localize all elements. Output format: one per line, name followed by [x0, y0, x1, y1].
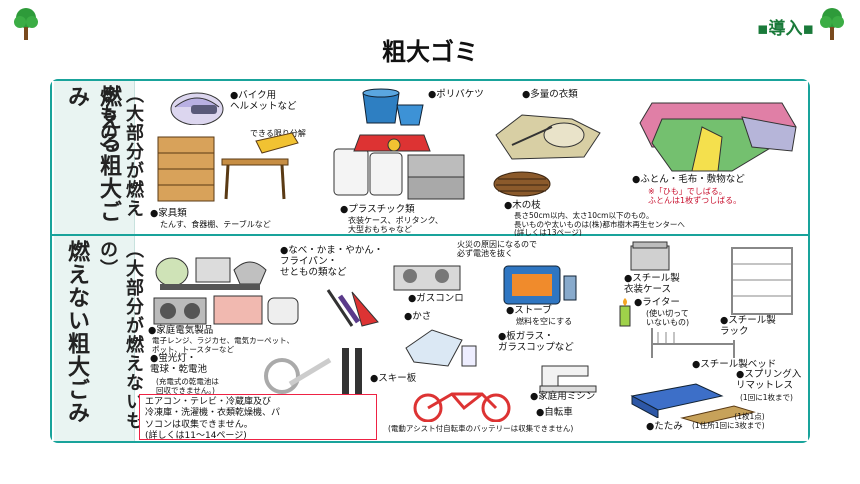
futon-image — [632, 97, 802, 175]
disassemble-note: できる限り分解 — [250, 129, 306, 138]
item-lighter: ●ライター — [634, 297, 680, 308]
item-appliances: ●家庭電気製品 — [148, 325, 214, 336]
item-bicycle-note: (電動アシスト付自転車のバッテリーは収集できません) — [388, 424, 574, 433]
item-sewing-machine: ●家庭用ミシン — [530, 391, 596, 402]
item-futon-note: ※「ひも」でしばる。 ふとんは1枚ずつしばる。 — [648, 187, 742, 206]
item-ski: ●スキー板 — [370, 373, 417, 384]
item-branches: ●木の枝 — [504, 200, 541, 211]
glass-image — [402, 328, 482, 368]
item-plastic: ●プラスチック類 — [340, 204, 415, 215]
bicycle-image — [408, 388, 518, 423]
page-title: 粗大ゴミ — [382, 38, 478, 66]
steel-rack-image — [726, 246, 798, 316]
item-furniture: ●家具類 — [150, 208, 187, 219]
tree-icon-right — [819, 7, 845, 41]
item-futon: ●ふとん・毛布・敷物など — [632, 174, 745, 185]
item-lighter-note: (使い切って いないもの) — [646, 309, 690, 328]
item-clothes: ●多量の衣類 — [522, 89, 578, 100]
item-heater-note: 燃料を空にする — [516, 317, 573, 326]
plastic-items-image — [324, 131, 474, 203]
bucket-image — [357, 85, 427, 127]
ski-image — [338, 346, 368, 436]
item-lamps: ●蛍光灯・ 電球・乾電池 — [150, 353, 208, 375]
item-gas-stove: ●ガスコンロ — [408, 293, 464, 304]
item-lamps-note: (充電式の乾電池は 回収できません。) — [156, 377, 219, 395]
section-sub: （大部分が燃えないもの） — [97, 240, 144, 430]
branches-image — [492, 169, 552, 199]
nav-label[interactable]: ▪導入▪ — [757, 19, 815, 39]
sewing-machine-image — [538, 356, 598, 394]
tree-icon-left — [13, 7, 39, 41]
tatami-image — [678, 404, 758, 426]
section-burnable: （大部分が燃えるもの） 燃える粗大ごみ ●バイク用 ヘルメットなど ●ポリバケツ… — [52, 81, 808, 238]
not-collected-notice: エアコン・テレビ・冷蔵庫及び 冷凍庫・洗濯機・衣類乾燥機、パ ソコンは収集できま… — [139, 394, 377, 441]
section-label-nonburnable: （大部分が燃えないもの） 燃えない粗大ごみ — [54, 236, 144, 441]
item-branches-note: 長さ50cm以内、太さ10cm以下のもの。 長いものや太いものは(株)都市樹木再… — [514, 211, 685, 238]
item-mattress: ●スプリング入 リマットレス — [736, 369, 802, 391]
item-bicycle: ●自転車 — [536, 407, 573, 418]
steel-bed-image — [648, 326, 738, 360]
item-tatami-note: (1枚1点) (1住所1回に3枚まで) — [692, 412, 765, 430]
item-steel-rack: ●スチール製 ラック — [720, 315, 776, 337]
item-heater: ●ストーブ — [506, 305, 552, 316]
section-sub: （大部分が燃えるもの） — [97, 85, 144, 218]
section-label-burnable: （大部分が燃えるもの） 燃える粗大ごみ — [54, 81, 144, 234]
item-pots: ●なべ・かま・やかん・ フライパン・ せともの類など — [280, 245, 384, 278]
item-steel-bed: ●スチール製ベッド — [692, 359, 777, 370]
item-tatami: ●たたみ — [646, 421, 683, 432]
helmet-image — [167, 85, 227, 126]
clothes-bundle-image — [492, 105, 612, 163]
furniture-image — [152, 132, 302, 205]
garbage-guide-panel: （大部分が燃えるもの） 燃える粗大ごみ ●バイク用 ヘルメットなど ●ポリバケツ… — [50, 79, 810, 443]
item-helmet: ●バイク用 ヘルメットなど — [230, 90, 297, 112]
item-steel-case: ●スチール製 衣装ケース — [624, 273, 680, 295]
lamp-image — [260, 354, 334, 394]
umbrella-image — [322, 286, 382, 330]
item-bucket: ●ポリバケツ — [428, 89, 484, 100]
section-main: 燃える粗大ごみ — [64, 85, 121, 223]
pots-image — [150, 240, 270, 292]
item-glass: ●板ガラス・ ガラスコップなど — [498, 331, 574, 353]
item-umbrella: ●かさ — [404, 311, 432, 322]
item-appliances-note: 電子レンジ、ラジカセ、電気カーペット、 ポット、トースターなど — [152, 336, 294, 354]
steel-case-image — [627, 240, 673, 274]
appliances-image — [152, 292, 302, 326]
heater-image — [500, 262, 580, 306]
item-mattress-note: (1回に1枚まで) — [740, 393, 793, 402]
item-plastic-note: 衣装ケース、ポリタンク、 大型おもちゃなど — [348, 216, 443, 235]
battery-warning: 火災の原因になるので 必ず電池を抜く — [457, 240, 537, 259]
section-main: 燃えない粗大ごみ — [64, 240, 89, 424]
lighter-image — [618, 298, 632, 328]
gas-stove-image — [392, 260, 462, 294]
mattress-image — [626, 382, 726, 419]
item-furniture-note: たんす、食器棚、テーブルなど — [160, 220, 271, 229]
